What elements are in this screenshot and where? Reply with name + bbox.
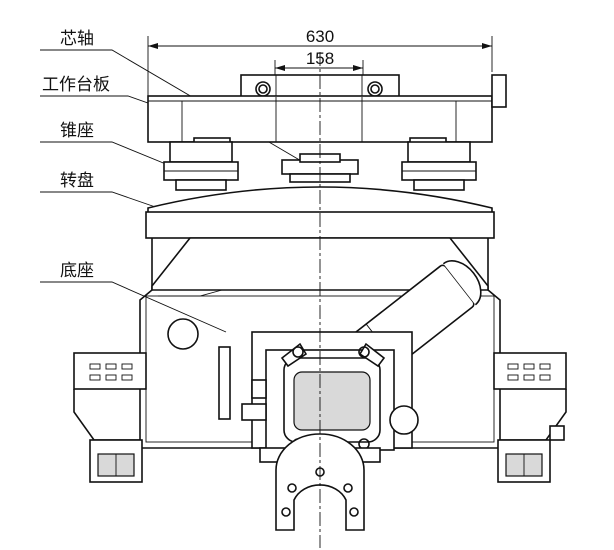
dimension-630: 630 [147, 27, 493, 96]
label-turntable: 转盘 [60, 171, 94, 191]
side-flange-right [493, 352, 567, 441]
dimension-630-text: 630 [306, 27, 334, 46]
cone-seat-left [163, 141, 239, 191]
cone-seat-right [401, 141, 477, 191]
label-cone-seat: 锥座 [60, 121, 94, 141]
label-base: 底座 [60, 261, 94, 281]
gearbox-housing [241, 331, 419, 451]
worktable-plate [147, 74, 507, 145]
foot-left [89, 439, 143, 483]
foot-right [497, 439, 551, 483]
side-flange-left [73, 352, 147, 441]
label-mandrel: 芯轴 [60, 29, 94, 49]
leader-base [40, 281, 227, 333]
label-table-plate: 工作台板 [42, 75, 110, 95]
